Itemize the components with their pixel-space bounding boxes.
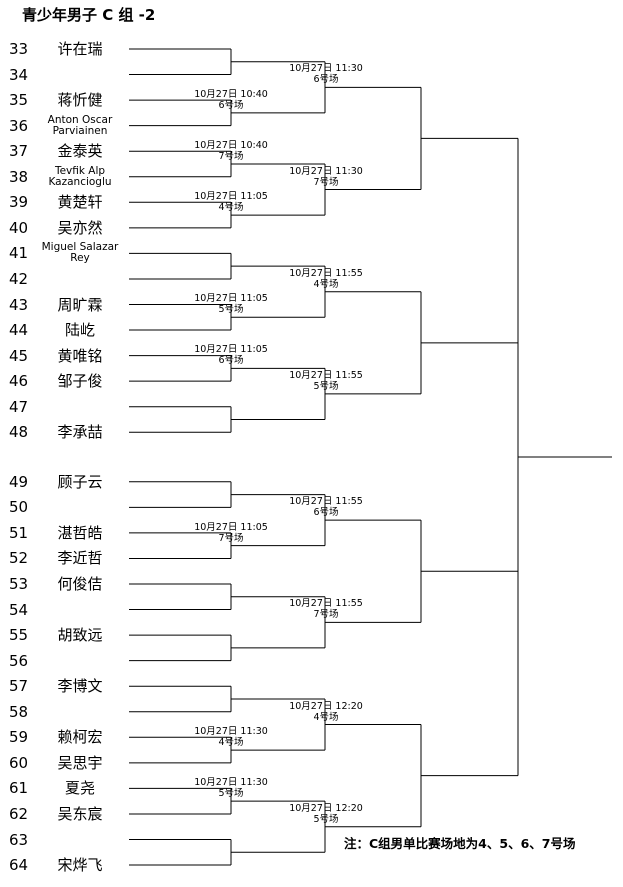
match-time: 10月27日 11:30 — [289, 63, 363, 75]
player-name: 周旷霖 — [57, 295, 103, 314]
match-court: 6号场 — [313, 507, 339, 519]
match-time: 10月27日 11:05 — [194, 521, 268, 533]
match-court: 5号场 — [313, 380, 339, 392]
seed-number: 50 — [9, 498, 29, 517]
seed-number: 46 — [9, 372, 29, 391]
match-court: 4号场 — [313, 711, 339, 723]
player-name: 赖柯宏 — [57, 728, 103, 747]
seed-number: 49 — [9, 472, 29, 491]
player-name: 蒋忻健 — [57, 91, 103, 110]
seed-number: 63 — [9, 830, 29, 849]
seed-number: 34 — [9, 65, 29, 84]
player-name: 李承喆 — [57, 423, 103, 442]
player-name: 许在瑞 — [57, 40, 103, 58]
seed-number: 40 — [9, 218, 29, 237]
seed-number: 55 — [9, 626, 29, 645]
match-time: 10月27日 11:55 — [289, 369, 363, 381]
seed-number: 64 — [9, 856, 29, 875]
seed-number: 61 — [9, 779, 29, 798]
seed-number: 48 — [9, 423, 29, 442]
match-time: 10月27日 10:40 — [194, 139, 268, 151]
player-name: 李近哲 — [57, 549, 103, 568]
match-court: 7号场 — [313, 609, 339, 621]
venue-note: 注：C组男单比赛场地为4、5、6、7号场 — [344, 836, 576, 851]
match-time: 10月27日 11:55 — [289, 496, 363, 508]
seed-number: 54 — [9, 600, 29, 619]
match-time: 10月27日 11:55 — [289, 598, 363, 610]
seed-number: 58 — [9, 702, 29, 721]
player-name: 湛哲皓 — [57, 523, 103, 542]
seed-number: 53 — [9, 575, 29, 593]
seed-number: 60 — [9, 753, 29, 772]
seed-number: 44 — [9, 321, 29, 340]
player-name: 顾子云 — [57, 472, 103, 491]
seed-number: 41 — [9, 244, 29, 263]
seed-number: 47 — [9, 397, 29, 416]
seed-number: 56 — [9, 651, 29, 670]
seed-number: 43 — [9, 295, 29, 314]
player-name: 宋烨飞 — [57, 856, 103, 875]
seed-number: 38 — [9, 167, 29, 186]
match-time: 10月27日 12:20 — [289, 700, 363, 712]
seed-number: 51 — [9, 523, 29, 542]
seed-number: 36 — [9, 116, 29, 135]
player-name: Miguel Salazar Rey — [41, 241, 119, 265]
seed-number: 62 — [9, 804, 29, 823]
player-name: 吴思宇 — [57, 753, 103, 772]
seed-number: 35 — [9, 91, 29, 110]
player-name: 吴亦然 — [57, 218, 103, 237]
match-court: 4号场 — [313, 278, 339, 290]
seed-number: 52 — [9, 549, 29, 568]
player-name: 夏尧 — [64, 779, 95, 798]
match-court: 7号场 — [313, 176, 339, 188]
match-time: 10月27日 11:30 — [194, 726, 268, 738]
player-name: Anton Oscar Parviainen — [47, 113, 113, 137]
match-time: 10月27日 12:20 — [289, 802, 363, 814]
player-name: 金泰英 — [57, 142, 103, 161]
player-name: 吴东宸 — [57, 804, 103, 823]
seed-number: 57 — [9, 677, 29, 696]
seed-number: 37 — [9, 142, 29, 161]
match-time: 10月27日 11:55 — [289, 267, 363, 279]
match-time: 10月27日 10:40 — [194, 88, 268, 100]
match-time: 10月27日 11:30 — [289, 165, 363, 177]
page-title: 青少年男子 C 组 -2 — [22, 6, 156, 24]
seed-number: 42 — [9, 269, 29, 288]
player-name: 胡致远 — [57, 626, 103, 645]
player-name: 何俊佶 — [57, 575, 103, 593]
seed-number: 33 — [9, 40, 29, 58]
match-court: 5号场 — [313, 813, 339, 825]
match-time: 10月27日 11:05 — [194, 191, 268, 203]
match-time: 10月27日 11:05 — [194, 293, 268, 305]
player-name: 邹子俊 — [57, 372, 103, 391]
seed-number: 39 — [9, 193, 29, 212]
match-time: 10月27日 11:05 — [194, 344, 268, 356]
seed-number: 59 — [9, 728, 29, 747]
player-name: Tevfik Alp Kazancioglu — [48, 164, 112, 188]
match-time: 10月27日 11:30 — [194, 777, 268, 789]
match-court: 6号场 — [313, 74, 339, 86]
player-name: 黄唯铭 — [57, 346, 103, 365]
player-name: 李博文 — [57, 677, 103, 696]
player-name: 陆屹 — [64, 321, 95, 340]
player-name: 黄楚轩 — [57, 193, 103, 212]
seed-number: 45 — [9, 346, 29, 365]
